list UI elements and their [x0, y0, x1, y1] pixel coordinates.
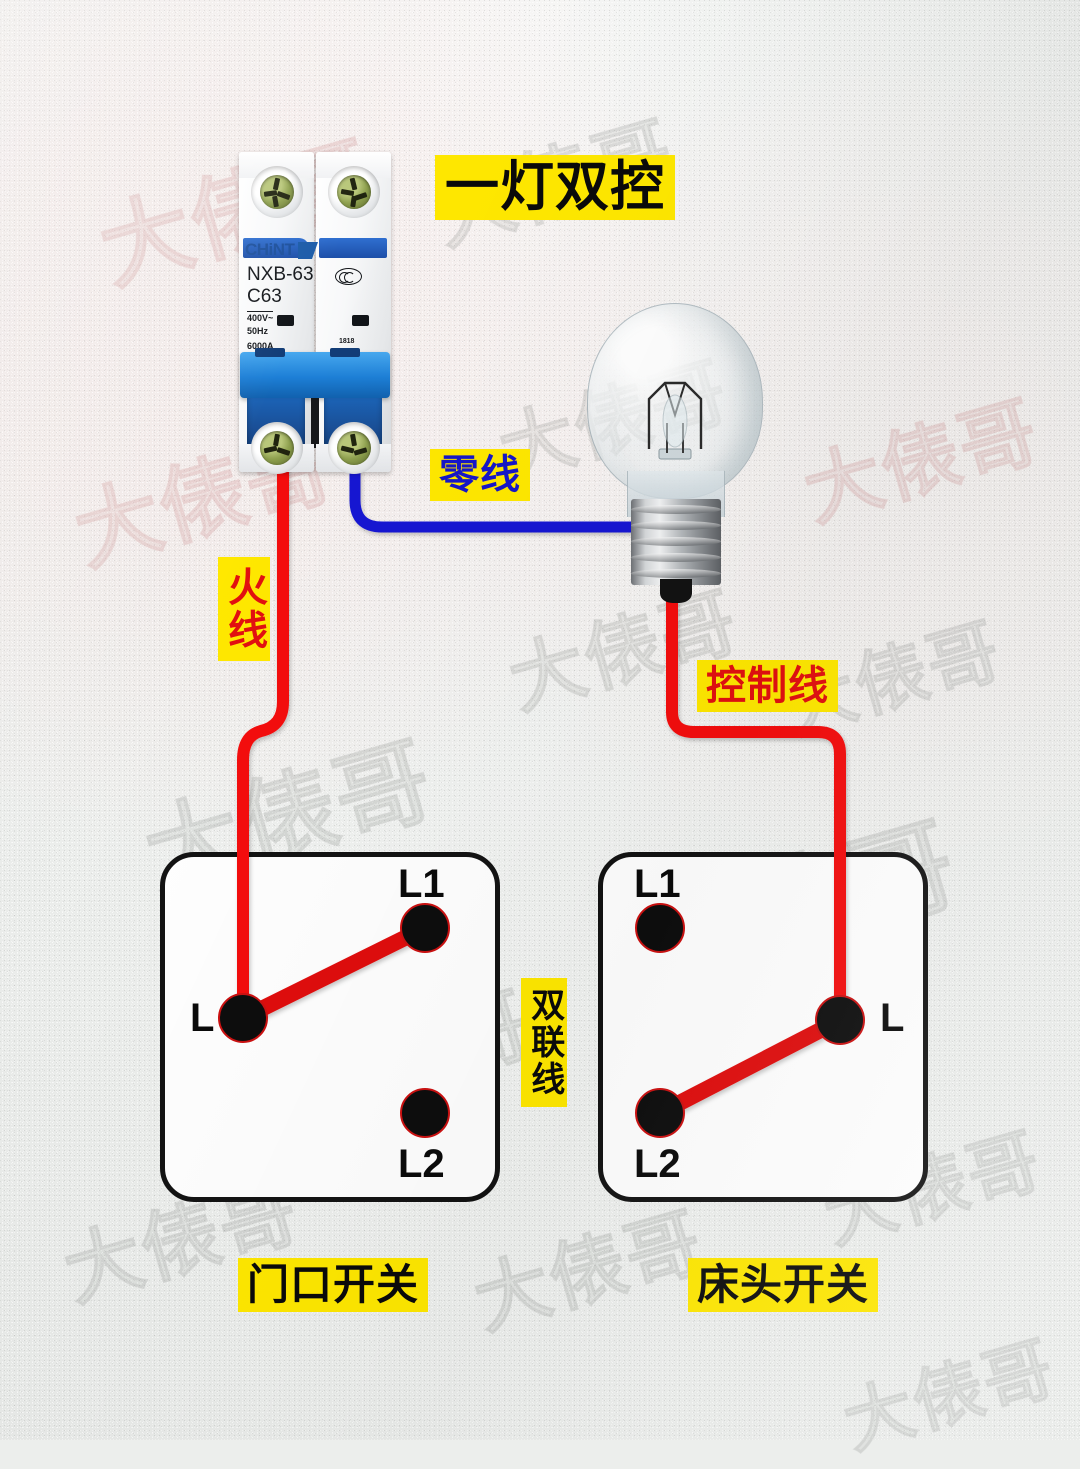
breaker-window-right: [352, 315, 369, 326]
terminal-dots: [218, 903, 865, 1138]
breaker-frequency: 50Hz: [247, 326, 269, 336]
bulb-contact-tip: [660, 579, 692, 603]
breaker-top-terminal-right[interactable]: [328, 166, 380, 218]
traveler-wire-label: 双联线: [521, 978, 567, 1107]
live-wire-label: 火线: [218, 557, 270, 661]
breaker-brand: CHiNT: [245, 240, 318, 262]
breaker-stripe-right: [319, 238, 387, 258]
live-wire: [237, 446, 289, 1024]
screw-icon: [260, 431, 294, 465]
breaker-bottom-terminal-left[interactable]: [251, 422, 303, 474]
terminal-left-L1[interactable]: [400, 903, 450, 953]
breaker-stripe-left: [243, 238, 309, 258]
ccc-mark-icon: [335, 268, 362, 285]
left-terminal-label-L2: L2: [398, 1142, 445, 1186]
left-terminal-label-L: L: [190, 996, 215, 1040]
breaker-voltage: 400V~: [247, 311, 274, 323]
screw-icon: [337, 431, 371, 465]
right-terminal-label-L: L: [880, 996, 905, 1040]
control-wire-label: 控制线: [697, 660, 838, 712]
control-wire: [666, 592, 846, 1026]
right-switch-name-label: 床头开关: [688, 1258, 879, 1313]
screw-icon: [337, 175, 371, 209]
brand-text: CHiNT: [245, 240, 295, 259]
brand-flag-icon: [298, 242, 318, 259]
title-label: 一灯双控: [435, 155, 675, 220]
terminal-right-L1[interactable]: [635, 903, 685, 953]
bulb-screw-base: [631, 499, 721, 585]
screw-icon: [260, 175, 294, 209]
breaker-model: NXB-63: [247, 264, 314, 285]
switch-blade-right[interactable]: [652, 1012, 848, 1121]
breaker-top-terminal-left[interactable]: [251, 166, 303, 218]
breaker-busbar: [240, 348, 390, 398]
right-terminal-label-L2: L2: [634, 1142, 681, 1186]
breaker-body: CHiNT NXB-63 C63 400V~ 50Hz 6000A 1 8 1 …: [239, 152, 391, 474]
switch-blade-left[interactable]: [235, 920, 433, 1026]
breaker-rating: C63: [247, 286, 282, 307]
terminal-left-L[interactable]: [218, 993, 268, 1043]
neutral-wire: [349, 446, 666, 533]
terminal-right-L[interactable]: [815, 995, 865, 1045]
terminal-right-L2[interactable]: [635, 1088, 685, 1138]
left-terminal-label-L1: L1: [398, 862, 445, 906]
neutral-wire-label: 零线: [430, 449, 530, 501]
bulb-filament-icon: [647, 381, 703, 460]
light-bulb[interactable]: [561, 303, 789, 603]
circuit-breaker[interactable]: CHiNT NXB-63 C63 400V~ 50Hz 6000A 1 8 1 …: [239, 152, 391, 474]
breaker-capacity: 6000A: [247, 341, 274, 351]
left-switch-name-label: 门口开关: [238, 1258, 429, 1313]
terminal-left-L2[interactable]: [400, 1088, 450, 1138]
breaker-bottom-terminal-right[interactable]: [328, 422, 380, 474]
breaker-window-left: [277, 315, 294, 326]
switch-box-left[interactable]: [160, 852, 500, 1202]
breaker-pole-mark: 1 8 1 8: [339, 338, 354, 345]
right-terminal-label-L1: L1: [634, 862, 681, 906]
